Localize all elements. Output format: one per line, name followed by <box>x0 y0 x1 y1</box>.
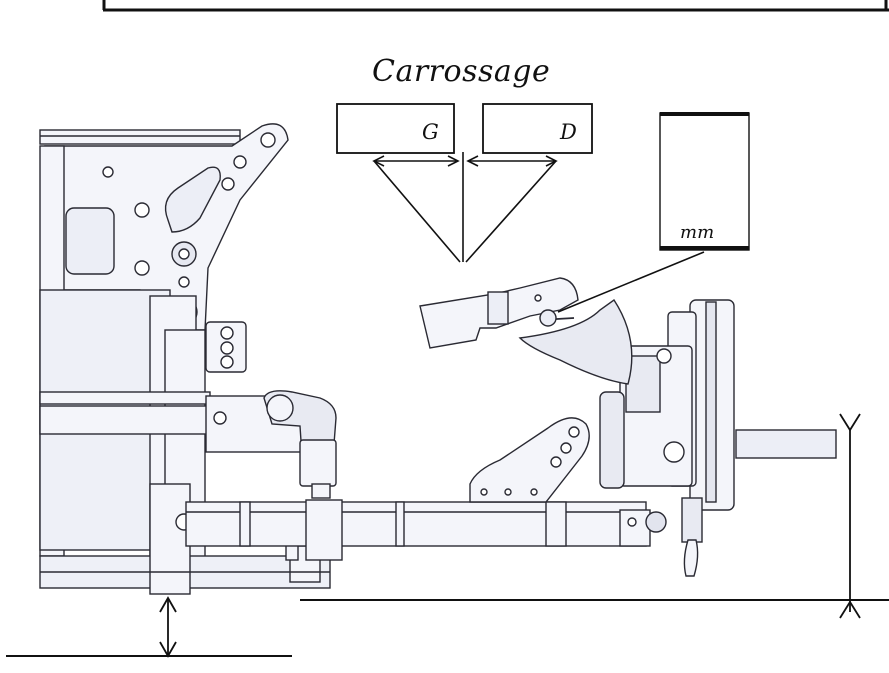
right-camber-box <box>482 103 593 154</box>
right-box-label: D <box>560 120 577 144</box>
readout-boxes <box>336 103 750 251</box>
diagram-title: Carrossage <box>372 54 551 89</box>
top-frame <box>102 0 889 12</box>
upright-bracket <box>469 417 590 503</box>
gauge-unit-label: mm <box>680 222 715 243</box>
lower-arm <box>185 499 667 561</box>
left-camber-box <box>336 103 455 154</box>
camber-gauge <box>419 277 633 385</box>
left-box-label: G <box>422 120 439 144</box>
ride-height-lines <box>6 413 889 658</box>
camber-indicator <box>372 152 705 313</box>
wheel-hub <box>599 299 837 577</box>
